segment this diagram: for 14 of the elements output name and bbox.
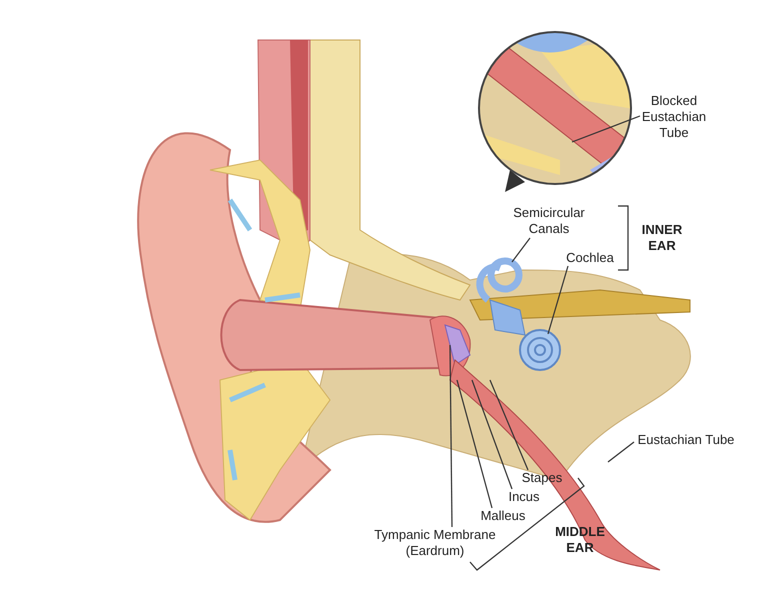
leader-line: [512, 238, 530, 262]
leader-line: [449, 345, 453, 527]
part-label: Cochlea: [562, 250, 618, 266]
part-label: Tympanic Membrane (Eardrum): [364, 527, 506, 559]
part-label: Semicircular Canals: [508, 205, 590, 237]
part-label: Eustachian Tube: [632, 432, 740, 448]
leader-line: [489, 380, 529, 470]
leader-line: [456, 380, 493, 508]
section-label: INNER EAR: [640, 222, 684, 254]
leader-line: [471, 380, 513, 490]
leader-line: [608, 442, 634, 462]
part-label: Incus: [505, 489, 543, 505]
part-label: Blocked Eustachian Tube: [636, 93, 712, 141]
part-label: Malleus: [476, 508, 530, 524]
